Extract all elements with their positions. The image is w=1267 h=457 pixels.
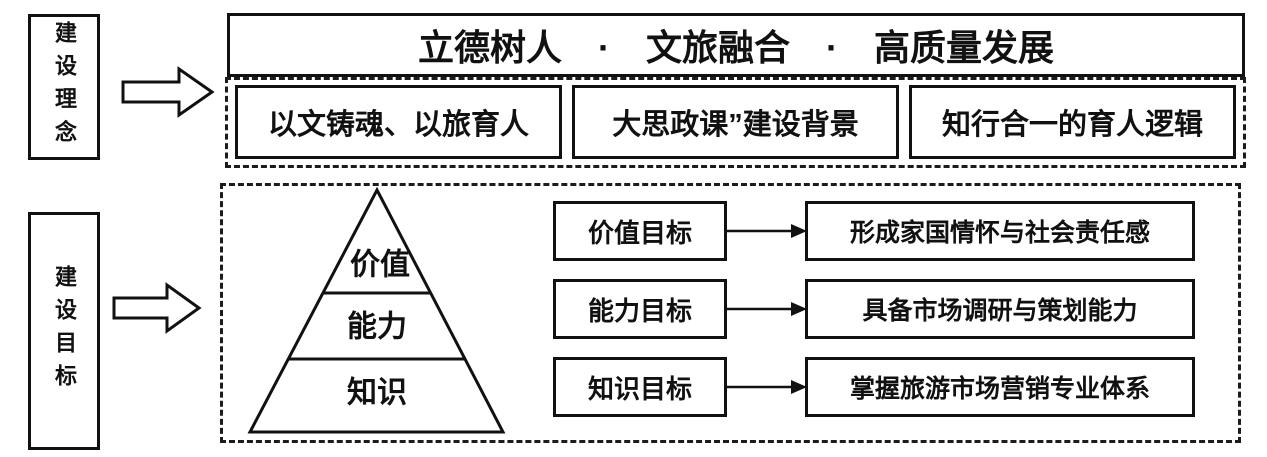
goal-outcome-box-knowledge: 掌握旅游市场营销专业体系 — [805, 357, 1195, 417]
block-arrow-icon-top — [121, 66, 215, 118]
thin-arrow-icon-row1 — [727, 224, 807, 238]
goal-label-box-value: 价值目标 — [553, 201, 727, 261]
objectives-pyramid: 价值 能力 知识 — [247, 187, 506, 434]
pyramid-level-value: 价值 — [350, 249, 410, 282]
concept-side-label: 建设理念 — [52, 21, 77, 153]
goal-outcome-box-value: 形成家国情怀与社会责任感 — [805, 201, 1195, 261]
thin-arrow-icon-row2 — [727, 302, 807, 316]
goal-side-box: 建设目标 — [28, 212, 100, 450]
concept-side-box: 建设理念 — [28, 14, 100, 160]
thin-arrow-icon-row3 — [727, 380, 807, 394]
goal-outcome-box-ability: 具备市场调研与策划能力 — [805, 279, 1195, 339]
pyramid-level-ability: 能力 — [347, 311, 407, 344]
goal-side-label: 建设目标 — [52, 265, 77, 397]
goal-label-box-ability: 能力目标 — [553, 279, 727, 339]
philosophy-pillar-container: 以文铸魂、以旅育人 大思政课”建设背景 知行合一的育人逻辑 — [225, 77, 1246, 168]
pillar-box-logic: 知行合一的育人逻辑 — [909, 85, 1236, 159]
philosophy-title: 立德树人 · 文旅融合 · 高质量发展 — [418, 27, 1054, 68]
philosophy-title-box: 立德树人 · 文旅融合 · 高质量发展 — [227, 13, 1245, 77]
block-arrow-icon-bottom — [112, 282, 202, 334]
goal-label-box-knowledge: 知识目标 — [553, 357, 727, 417]
pyramid-level-knowledge: 知识 — [347, 377, 407, 410]
pillar-box-culture: 以文铸魂、以旅育人 — [235, 85, 562, 159]
pillar-box-ideology: 大思政课”建设背景 — [572, 85, 899, 159]
objectives-container: 价值 能力 知识 价值目标 形成家国情怀与社会责任感 能力目标 具备市场调研与策… — [220, 183, 1241, 443]
